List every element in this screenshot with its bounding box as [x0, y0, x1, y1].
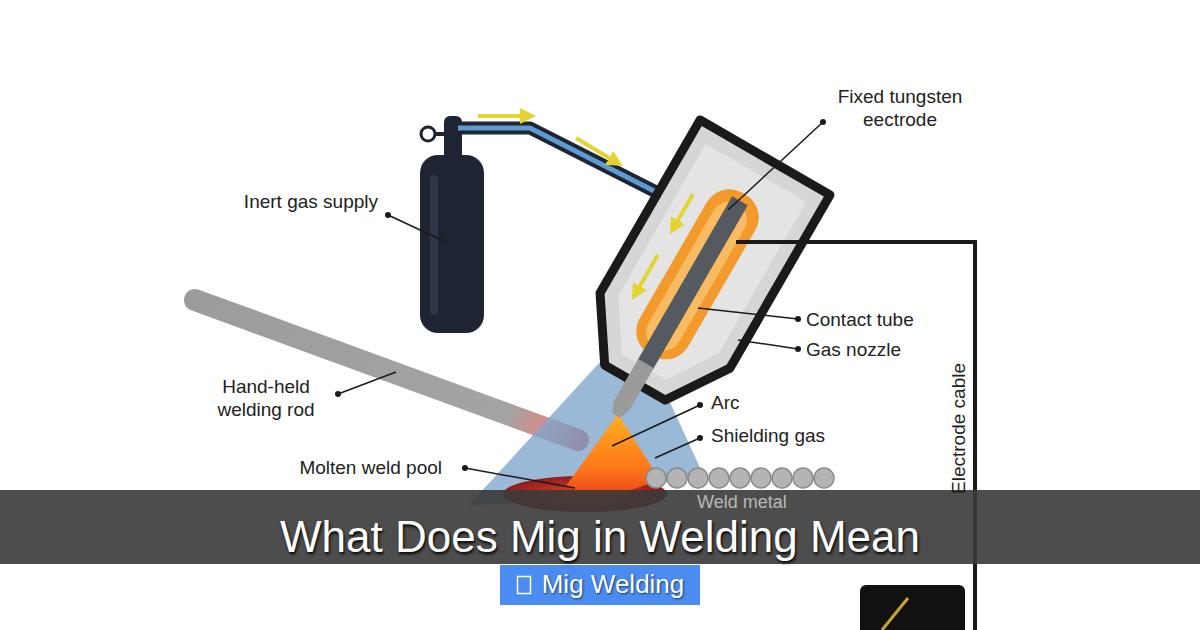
title-band — [0, 490, 1200, 564]
part-label: Fixed tungsten eectrode — [825, 85, 975, 131]
bead-ripple — [646, 468, 666, 488]
cable-label: Electrode cable — [947, 363, 970, 494]
leader-dot — [795, 316, 801, 322]
nozzle-inner — [594, 144, 806, 396]
gas-cylinder — [420, 116, 484, 333]
pressure-gauge — [421, 127, 435, 141]
gas-flow-arrow — [478, 114, 528, 118]
leader-dot — [697, 402, 703, 408]
leader-dot — [335, 391, 341, 397]
leader-line — [698, 308, 798, 319]
gas-flow-arrow — [636, 255, 658, 293]
gas-nozzle — [570, 120, 830, 420]
part-label: Arc — [711, 391, 740, 414]
welding-rod — [195, 300, 578, 440]
cylinder-body — [420, 155, 484, 333]
bead-ripple — [688, 468, 708, 488]
leader-line — [338, 372, 396, 394]
part-label: Hand-held welding rod — [196, 375, 336, 421]
part-label: Inert gas supply — [228, 190, 378, 213]
gas-flow-arrow — [674, 194, 693, 227]
meter-needle — [882, 598, 908, 630]
weld-metal-bead — [646, 468, 834, 488]
bead-ripple — [751, 468, 771, 488]
icon-box — [517, 576, 530, 593]
leader-line — [738, 340, 798, 349]
contact-tube — [627, 180, 768, 369]
leader-dot — [697, 435, 703, 441]
badge-text: Mig Welding — [542, 569, 685, 600]
gauge-stem — [436, 132, 444, 136]
gas-hose-core — [458, 128, 668, 198]
leader-line — [388, 215, 446, 242]
part-label: Gas nozzle — [806, 338, 901, 361]
part-label: Contact tube — [806, 308, 914, 331]
arc — [566, 414, 660, 500]
gas-hose — [458, 128, 668, 198]
cylinder-highlight — [430, 175, 438, 315]
leader-line — [612, 405, 700, 446]
bead-ripple — [667, 468, 687, 488]
part-label: Molten weld pool — [262, 456, 442, 479]
leader-dot — [820, 119, 826, 125]
leader-line — [728, 122, 823, 210]
page-title: What Does Mig in Welding Mean — [0, 512, 1200, 562]
part-label: Shielding gas — [711, 424, 825, 447]
leader-line — [465, 468, 575, 488]
category-badge: Mig Welding — [500, 565, 701, 605]
leader-dot — [795, 346, 801, 352]
electrode-tip — [613, 359, 654, 411]
leader-dot — [462, 465, 468, 471]
power-source — [860, 585, 965, 630]
part-label: Weld metal — [697, 491, 787, 514]
bead-ripple — [793, 468, 813, 488]
bead-ripple — [814, 468, 834, 488]
badge-icon — [516, 575, 532, 595]
electrode-point — [608, 402, 629, 420]
bead-ripple — [772, 468, 792, 488]
torch — [551, 120, 830, 453]
bead-ripple — [709, 468, 729, 488]
leader-line — [655, 438, 700, 458]
leader-dot — [385, 212, 391, 218]
tungsten-electrode — [637, 196, 748, 370]
bead-ripple — [730, 468, 750, 488]
gas-flow-arrow — [576, 138, 616, 162]
